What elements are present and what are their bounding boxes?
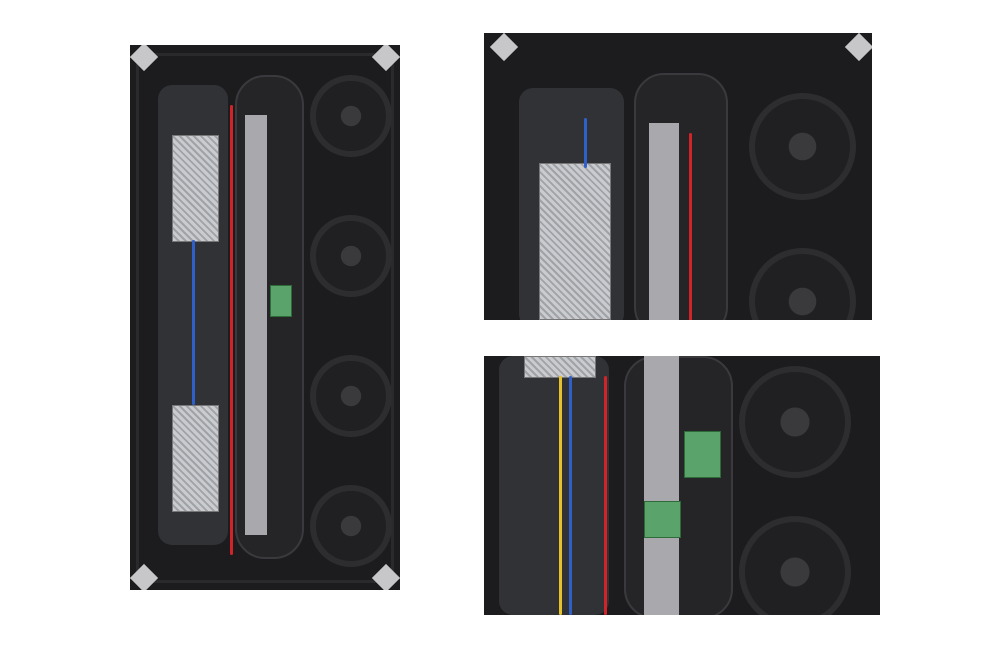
power-supply [172, 405, 219, 512]
corner-bracket [844, 33, 872, 62]
fan-panel [310, 215, 392, 297]
ribbon-cable [649, 123, 679, 320]
ribbon-cable [245, 115, 267, 535]
wire [569, 376, 572, 615]
lower-detail-photo [484, 356, 880, 615]
fan-panel [739, 516, 851, 615]
wire [559, 376, 562, 615]
receiver-card [644, 501, 681, 538]
fan-panel [310, 355, 392, 437]
fan-panel [310, 75, 392, 157]
cabinet-full-view-photo [130, 45, 400, 590]
power-supply [524, 356, 596, 378]
ribbon-cable [644, 356, 679, 615]
power-supply [172, 135, 219, 242]
receiver-card [684, 431, 721, 478]
power-supply [539, 163, 611, 320]
wire [192, 240, 195, 405]
fan-panel [739, 366, 851, 478]
fan-panel [749, 248, 856, 320]
power-tray [499, 356, 609, 615]
wire [604, 376, 607, 615]
fan-panel [310, 485, 392, 567]
wire [230, 105, 233, 555]
wire [584, 118, 587, 168]
wire [689, 133, 692, 320]
cabinet-frame [136, 53, 394, 583]
corner-bracket [489, 33, 519, 62]
fan-panel [749, 93, 856, 200]
upper-detail-photo [484, 33, 872, 320]
receiver-card [270, 285, 292, 317]
